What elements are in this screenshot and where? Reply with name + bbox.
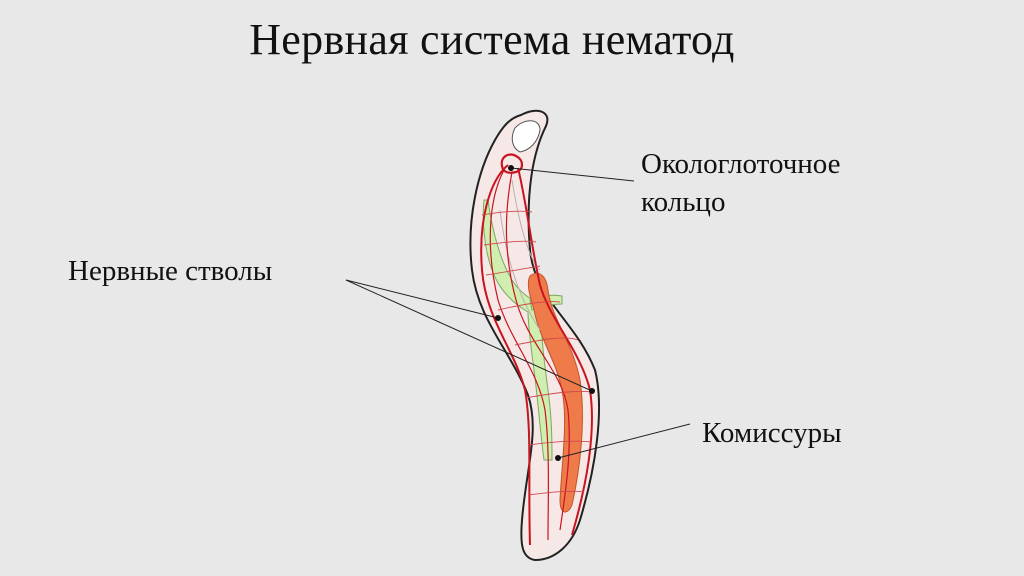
label-pharyngeal-ring-line1: Окологлоточное [641,148,841,180]
leader-trunk-1 [345,279,499,319]
leader-commissures [557,423,691,459]
dot-trunk-1 [495,315,501,321]
page-title: Нервная система нематод [249,15,735,64]
head-lobe [511,120,541,153]
label-pharyngeal-ring: Окологлоточное кольцо [641,145,841,221]
leader-trunk-2 [345,279,593,392]
nerve-trunk-lateral-2 [505,171,570,531]
dot-commissures [555,455,561,461]
leader-ring [510,167,635,182]
label-commissures: Комиссуры [702,417,842,449]
dot-trunk-2 [589,388,595,394]
nerve-trunk-lateral [489,169,549,541]
nerve-trunk-ventral [517,167,593,536]
pharyngeal-ring [500,153,524,174]
label-pharyngeal-ring-line2: кольцо [641,186,726,218]
dot-ring [508,165,514,171]
commissures [481,210,593,496]
label-nerve-trunks: Нервные стволы [68,255,273,287]
nerve-trunk-dorsal [480,164,531,546]
